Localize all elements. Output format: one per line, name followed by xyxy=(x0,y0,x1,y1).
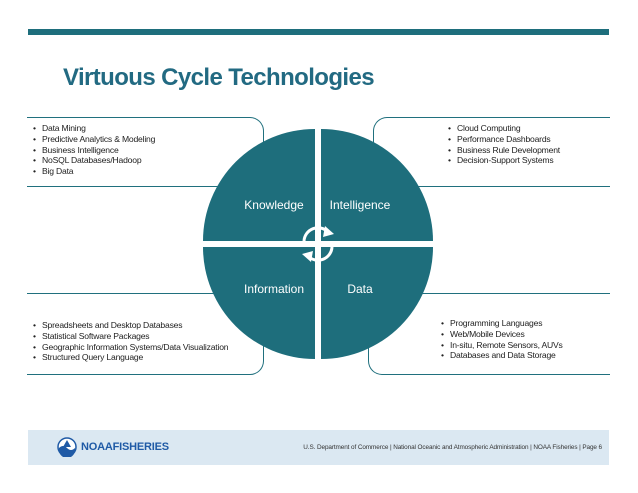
list-item: Cloud Computing xyxy=(448,123,604,134)
quadrant-data xyxy=(321,247,433,359)
list-item: Geographic Information Systems/Data Visu… xyxy=(33,342,257,353)
page-title: Virtuous Cycle Technologies xyxy=(63,64,375,91)
list-item: Business Rule Development xyxy=(448,145,604,156)
list-item: Data Mining xyxy=(33,123,257,134)
list-item: In-situ, Remote Sensors, AUVs xyxy=(441,340,604,351)
quadrant-label-intelligence: Intelligence xyxy=(330,198,391,212)
list-item: Predictive Analytics & Modeling xyxy=(33,134,257,145)
list-item: Decision-Support Systems xyxy=(448,155,604,166)
cycle-arrows-icon xyxy=(302,226,334,262)
list-item: Web/Mobile Devices xyxy=(441,329,604,340)
data-technologies-list: Programming LanguagesWeb/Mobile DevicesI… xyxy=(441,318,604,361)
list-item: Statistical Software Packages xyxy=(33,331,257,342)
list-item: Programming Languages xyxy=(441,318,604,329)
quadrant-label-information: Information xyxy=(244,282,304,296)
noaa-emblem-icon xyxy=(57,437,77,457)
list-item: NoSQL Databases/Hadoop xyxy=(33,155,257,166)
intelligence-technologies-box: Cloud ComputingPerformance DashboardsBus… xyxy=(373,117,610,187)
footer-bar xyxy=(28,430,609,465)
quadrant-information xyxy=(203,247,315,359)
footer-agency-line: U.S. Department of Commerce | National O… xyxy=(303,444,602,451)
logo-text-noaa: NOAA xyxy=(81,441,113,453)
list-item: Performance Dashboards xyxy=(448,134,604,145)
noaa-fisheries-logo: NOAAFISHERIES xyxy=(57,437,169,457)
quadrant-label-knowledge: Knowledge xyxy=(244,198,304,212)
list-item: Structured Query Language xyxy=(33,352,257,363)
logo-wordmark: NOAAFISHERIES xyxy=(81,441,169,453)
header-rule xyxy=(28,29,609,35)
list-item: Business Intelligence xyxy=(33,145,257,156)
information-technologies-list: Spreadsheets and Desktop DatabasesStatis… xyxy=(33,320,257,363)
list-item: Databases and Data Storage xyxy=(441,350,604,361)
intelligence-technologies-list: Cloud ComputingPerformance DashboardsBus… xyxy=(448,123,604,166)
quadrant-knowledge xyxy=(203,129,315,241)
quadrant-label-data: Data xyxy=(347,282,373,296)
knowledge-technologies-list: Data MiningPredictive Analytics & Modeli… xyxy=(33,123,257,177)
quadrant-intelligence xyxy=(321,129,433,241)
list-item: Spreadsheets and Desktop Databases xyxy=(33,320,257,331)
list-item: Big Data xyxy=(33,166,257,177)
logo-text-fisheries: FISHERIES xyxy=(112,441,169,453)
